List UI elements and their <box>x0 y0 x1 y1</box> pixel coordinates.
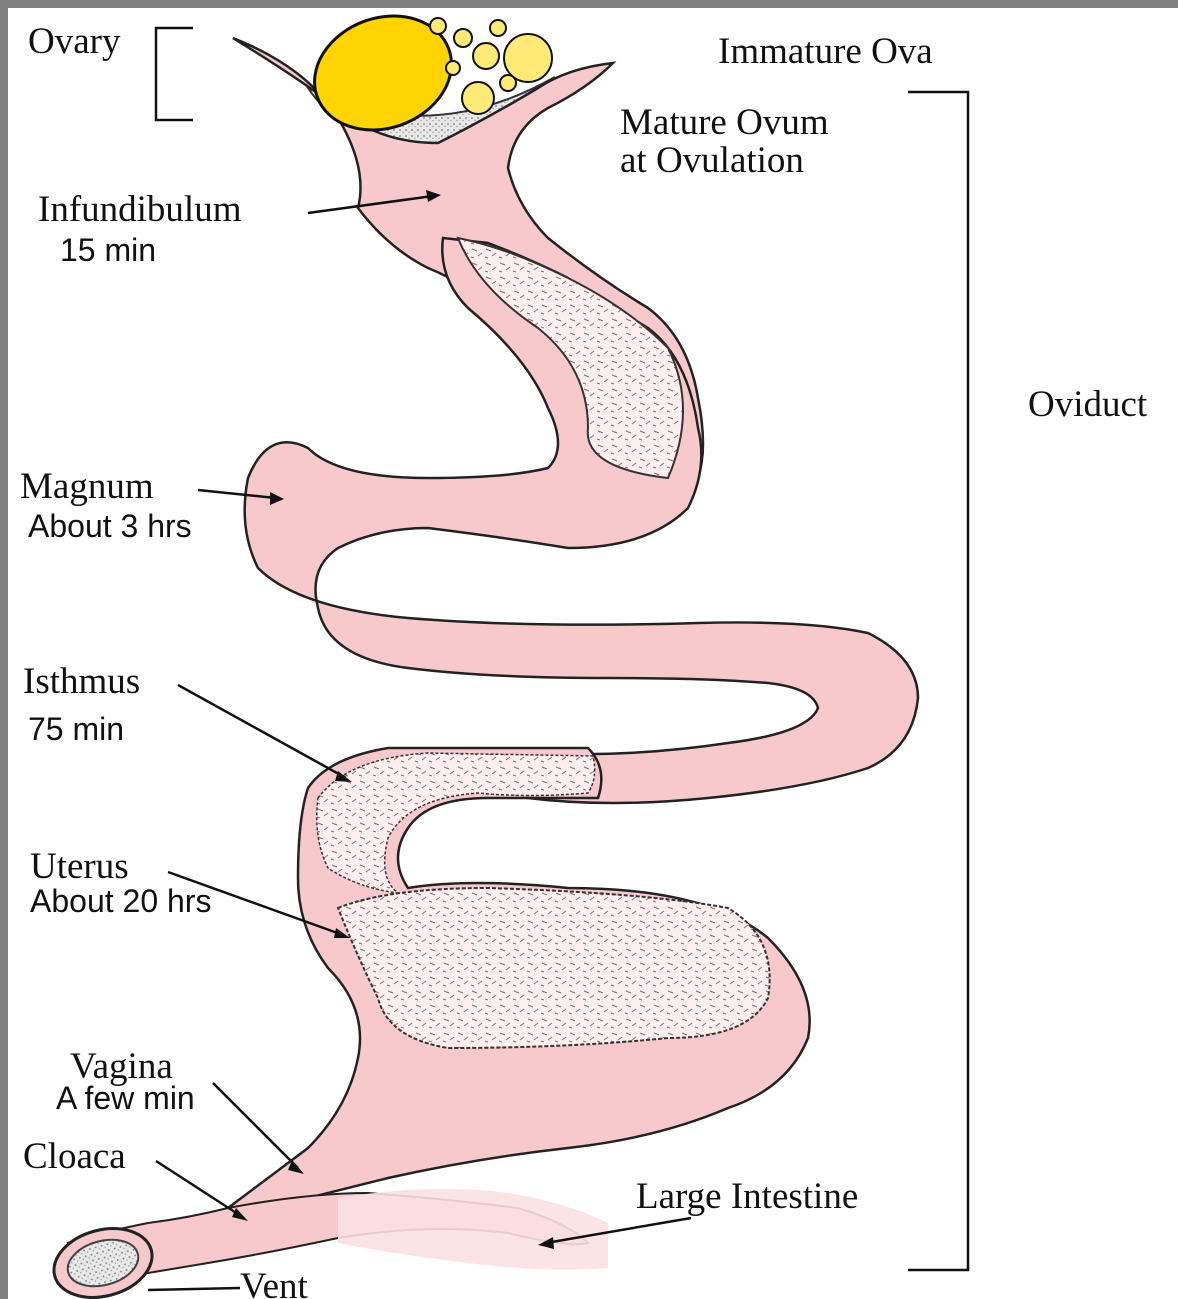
isthmus-leader <box>178 685 346 778</box>
diagram-canvas: Ovary Immature Ova Mature Ovum at Ovulat… <box>8 8 1178 1299</box>
ovary-bracket <box>156 28 193 120</box>
isthmus-inner <box>317 753 595 893</box>
vagina-leader <box>213 1083 298 1168</box>
label-uterus: Uterus <box>30 848 129 885</box>
label-immature-ova: Immature Ova <box>718 33 933 70</box>
label-mature-ovum: Mature Ovum <box>620 104 829 141</box>
label-vent: Vent <box>240 1268 308 1299</box>
label-oviduct: Oviduct <box>1028 386 1147 423</box>
label-ovary: Ovary <box>28 23 120 60</box>
label-infundibulum-time: 15 min <box>60 234 156 266</box>
label-magnum: Magnum <box>20 468 154 505</box>
label-uterus-time: About 20 hrs <box>30 885 211 917</box>
vent-leader <box>148 1288 240 1290</box>
large-intestine-shape <box>338 1189 608 1270</box>
label-at-ovulation: at Ovulation <box>620 142 804 179</box>
cloaca-leader <box>156 1161 241 1216</box>
oviduct-bracket <box>908 92 968 1270</box>
label-cloaca: Cloaca <box>23 1138 126 1175</box>
label-magnum-time: About 3 hrs <box>28 510 192 542</box>
label-isthmus: Isthmus <box>23 663 140 700</box>
label-vagina-time: A few min <box>56 1082 195 1114</box>
uterus-inner <box>338 888 770 1048</box>
label-isthmus-time: 75 min <box>28 713 124 745</box>
label-infundibulum: Infundibulum <box>38 191 241 228</box>
label-large-intestine: Large Intestine <box>636 1178 858 1215</box>
